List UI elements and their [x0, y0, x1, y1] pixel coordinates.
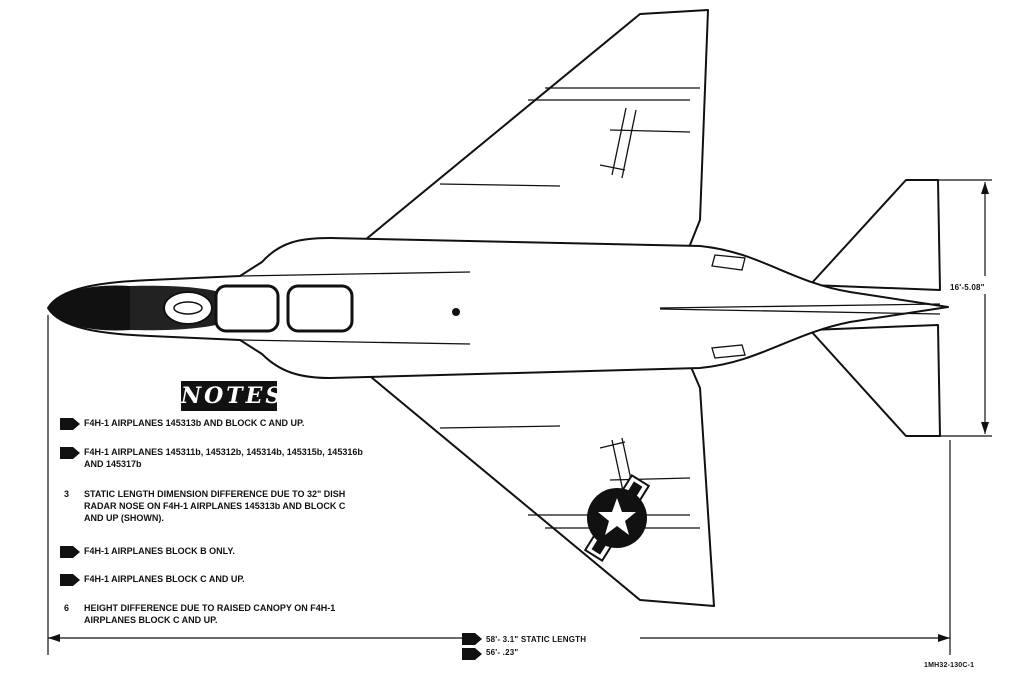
static-length-dimension: 58'- 3.1" STATIC LENGTH [486, 635, 587, 644]
rear-canopy [286, 284, 354, 333]
lower-wing [364, 357, 715, 607]
note-text: STATIC LENGTH DIMENSION DIFFERENCE DUE T… [84, 489, 346, 523]
note-flag-icon [60, 418, 80, 430]
tail-span-dimension: 16'-5.08" [950, 283, 985, 292]
note-text: F4H-1 AIRPLANES BLOCK C AND UP. [84, 574, 245, 584]
note-flag-icon [60, 546, 80, 558]
lower-stabilator [809, 324, 941, 437]
upper-stabilator [809, 179, 941, 291]
note-number: 6 [64, 603, 70, 613]
front-canopy [214, 284, 280, 333]
canopy-frames [214, 284, 354, 333]
note-text: F4H-1 AIRPLANES 145313b AND BLOCK C AND … [84, 418, 305, 428]
dimension-flag-icon [462, 632, 482, 645]
dimension-flag-icon [462, 647, 482, 660]
fuselage [47, 237, 949, 379]
alt-length-dimension: 56'- .23" [486, 648, 519, 657]
insignia [583, 474, 651, 562]
nose-radome [48, 285, 150, 331]
notes-title: NOTES [181, 381, 285, 411]
figure-id: 1MH32-130C-1 [924, 662, 975, 669]
note-text: HEIGHT DIFFERENCE DUE TO RAISED CANOPY O… [84, 603, 336, 625]
note-flag-icon [60, 447, 80, 459]
note-number: 3 [64, 489, 70, 499]
note-text: F4H-1 AIRPLANES 145311b, 145312b, 145314… [84, 447, 363, 469]
note-text: F4H-1 AIRPLANES BLOCK B ONLY. [84, 546, 235, 556]
note-flag-icon [60, 574, 80, 586]
